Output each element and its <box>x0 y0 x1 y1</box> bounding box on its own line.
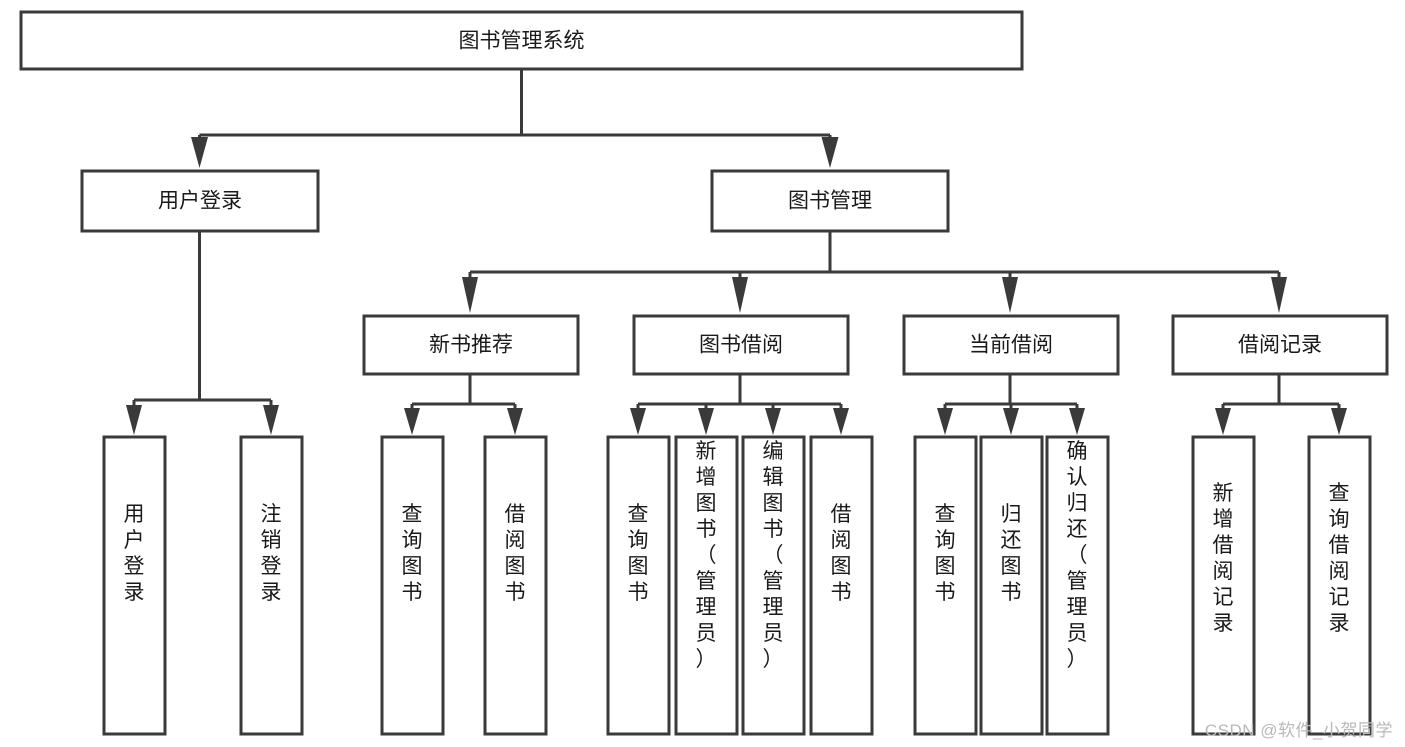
node-leaf-borrow-book-2[interactable]: 借阅图书 <box>809 435 874 736</box>
node-leaf-query-book-2[interactable]: 查询图书 <box>606 435 671 736</box>
node-leaf-query-record[interactable]: 查询借阅记录 <box>1307 435 1372 736</box>
node-leaf-borrow-book-2-box <box>809 435 874 736</box>
node-new-book-recommend-box <box>362 314 580 376</box>
arrow-to-leaf-borrow-book-2 <box>833 408 849 435</box>
connector-newbook-to-children <box>410 375 517 427</box>
node-user-login-label: 用户登录 <box>158 190 242 213</box>
node-leaf-query-record-label: 查询借阅记录 <box>1329 482 1350 635</box>
node-book-manage[interactable]: 图书管理 <box>710 169 950 233</box>
connector-borrowrecord-to-children <box>1221 375 1341 427</box>
arrow-to-leaf-user-login <box>126 405 142 435</box>
node-user-login[interactable]: 用户登录 <box>80 169 320 233</box>
node-leaf-return-book-label: 归还图书 <box>1001 503 1022 604</box>
leaf-nodes-layer: 用户登录 注销登录 查询图书 借阅图书 查询图书 新增图书（管理员） <box>102 435 1372 736</box>
node-current-borrow[interactable]: 当前借阅 <box>902 314 1120 376</box>
node-leaf-confirm-return[interactable]: 确认归还（管理员） <box>1045 435 1110 736</box>
arrow-to-leaf-logout <box>263 405 279 435</box>
arrow-to-leaf-query-book-1 <box>404 408 420 435</box>
node-leaf-edit-book-label: 编辑图书（管理员） <box>763 440 784 671</box>
node-root-label: 图书管理系统 <box>459 30 585 53</box>
node-book-manage-label: 图书管理 <box>788 190 872 213</box>
arrow-to-book-borrow <box>732 277 748 313</box>
node-book-borrow[interactable]: 图书借阅 <box>632 314 850 376</box>
node-leaf-edit-book[interactable]: 编辑图书（管理员） <box>741 435 806 736</box>
node-leaf-logout-box <box>239 435 304 736</box>
node-leaf-borrow-book-2-label: 借阅图书 <box>831 503 852 604</box>
node-leaf-add-book-label: 新增图书（管理员） <box>696 440 717 671</box>
node-leaf-query-book-3[interactable]: 查询图书 <box>913 435 978 736</box>
node-user-login-box <box>80 169 320 233</box>
node-leaf-add-book[interactable]: 新增图书（管理员） <box>674 435 739 736</box>
arrow-to-borrow-record <box>1271 277 1287 313</box>
node-book-manage-box <box>710 169 950 233</box>
node-leaf-query-book-2-box <box>606 435 671 736</box>
connector-root-to-level1-bus <box>198 70 832 160</box>
node-borrow-record[interactable]: 借阅记录 <box>1171 314 1389 376</box>
connector-bookborrow-to-children <box>636 375 843 427</box>
node-new-book-recommend-label: 新书推荐 <box>429 334 513 357</box>
node-leaf-logout-label: 注销登录 <box>261 503 282 604</box>
arrow-to-leaf-query-record <box>1331 408 1347 435</box>
arrow-to-user-login <box>191 137 208 168</box>
node-leaf-user-login-box <box>102 435 167 736</box>
connector-bookmanage-to-bus <box>468 232 1281 305</box>
arrow-to-leaf-add-book <box>698 408 714 435</box>
node-leaf-query-book-1-label: 查询图书 <box>402 503 423 604</box>
arrow-to-leaf-edit-book <box>765 408 781 435</box>
arrow-to-new-book-recommend <box>462 277 478 313</box>
node-leaf-query-book-1[interactable]: 查询图书 <box>380 435 445 736</box>
node-leaf-add-record-box <box>1191 435 1256 736</box>
node-leaf-add-record[interactable]: 新增借阅记录 <box>1191 435 1256 736</box>
arrow-to-leaf-borrow-book-1 <box>507 408 523 435</box>
node-leaf-return-book[interactable]: 归还图书 <box>979 435 1044 736</box>
node-book-borrow-box <box>632 314 850 376</box>
node-borrow-record-box <box>1171 314 1389 376</box>
arrowhead-layer <box>126 137 1347 435</box>
node-leaf-borrow-book-1-box <box>483 435 548 736</box>
node-current-borrow-box <box>902 314 1120 376</box>
node-current-borrow-label: 当前借阅 <box>969 334 1053 357</box>
node-leaf-query-book-2-label: 查询图书 <box>628 503 649 604</box>
node-leaf-edit-book-box <box>741 435 806 736</box>
node-leaf-query-book-1-box <box>380 435 445 736</box>
node-root-box <box>19 10 1024 71</box>
node-leaf-borrow-book-1-label: 借阅图书 <box>505 503 526 604</box>
node-leaf-borrow-book-1[interactable]: 借阅图书 <box>483 435 548 736</box>
arrow-to-leaf-query-book-2 <box>630 408 646 435</box>
node-leaf-logout[interactable]: 注销登录 <box>239 435 304 736</box>
connector-userlogin-to-bus <box>132 232 273 427</box>
node-book-borrow-label: 图书借阅 <box>699 334 783 357</box>
node-root[interactable]: 图书管理系统 <box>19 10 1024 71</box>
node-leaf-confirm-return-box <box>1045 435 1110 736</box>
node-leaf-add-record-label: 新增借阅记录 <box>1213 482 1234 635</box>
node-leaf-user-login[interactable]: 用户登录 <box>102 435 167 736</box>
node-leaf-query-record-box <box>1307 435 1372 736</box>
node-leaf-return-book-box <box>979 435 1044 736</box>
node-leaf-user-login-label: 用户登录 <box>124 503 145 604</box>
arrow-to-leaf-return-book <box>1003 408 1019 435</box>
arrow-to-leaf-query-book-3 <box>937 408 953 435</box>
arrow-to-current-borrow <box>1002 277 1018 313</box>
node-new-book-recommend[interactable]: 新书推荐 <box>362 314 580 376</box>
node-borrow-record-label: 借阅记录 <box>1238 334 1322 357</box>
arrow-to-leaf-confirm-return <box>1069 408 1085 435</box>
node-leaf-confirm-return-label: 确认归还（管理员） <box>1067 440 1088 671</box>
arrow-to-leaf-add-record <box>1215 408 1231 435</box>
node-leaf-query-book-3-box <box>913 435 978 736</box>
arrow-to-book-manage <box>821 137 839 168</box>
node-leaf-add-book-box <box>674 435 739 736</box>
node-leaf-query-book-3-label: 查询图书 <box>935 503 956 604</box>
